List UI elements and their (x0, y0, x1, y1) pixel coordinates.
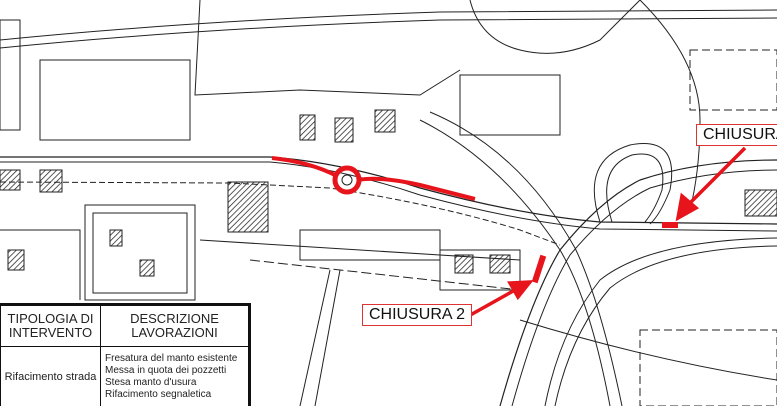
legend-header-type: TIPOLOGIA DI INTERVENTO (0, 305, 101, 347)
legend-type: Rifacimento strada (0, 346, 101, 406)
legend-header-description: DESCRIZIONE LAVORAZIONI (100, 305, 249, 347)
description-line: Messa in quota dei pozzetti (105, 365, 227, 376)
description-line: Fresatura del manto esistente (105, 353, 238, 364)
closure-2-marker (531, 254, 547, 284)
main-road (0, 156, 777, 225)
description-line: Stesa manto d'usura (105, 377, 197, 388)
closure-1-arrow (686, 146, 747, 207)
works-section (271, 156, 476, 201)
works-legend-table: TIPOLOGIA DI INTERVENTO DESCRIZIONE LAVO… (0, 303, 251, 406)
description-line: Rifacimento segnaletica (105, 389, 212, 400)
highway (499, 159, 777, 406)
closure-1-label: CHIUSURA 1 (696, 124, 777, 146)
closure-2-arrow (464, 288, 516, 320)
hatched-buildings (0, 109, 777, 277)
legend-row: Rifacimento strada Fresatura del manto e… (0, 346, 249, 406)
legend-description: Fresatura del manto esistente Messa in q… (100, 346, 249, 406)
closure-2-label: CHIUSURA 2 (362, 304, 473, 326)
closure-1-marker (662, 222, 678, 228)
roundabout (332, 165, 362, 195)
